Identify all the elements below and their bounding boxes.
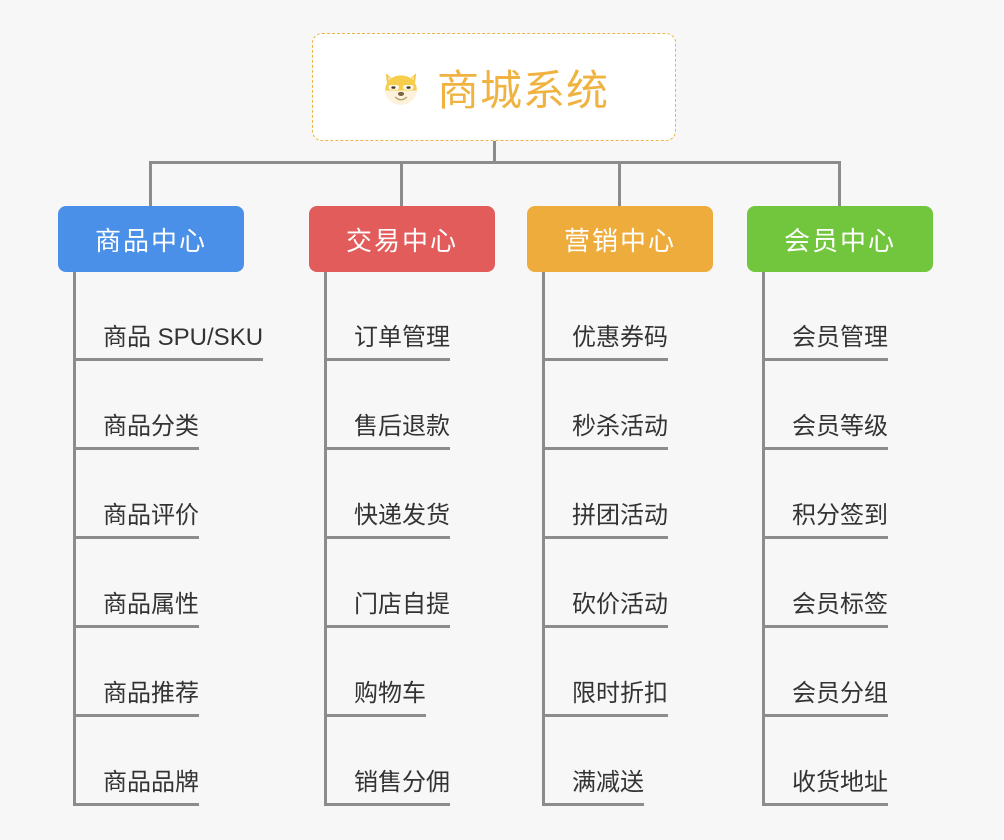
leaf-item[interactable]: 满减送 <box>527 717 668 806</box>
leaf-item[interactable]: 优惠券码 <box>527 272 668 361</box>
leaf-item[interactable]: 订单管理 <box>309 272 450 361</box>
leaf-item[interactable]: 门店自提 <box>309 539 450 628</box>
category-label: 交易中心 <box>345 225 458 256</box>
leaf-item[interactable]: 会员标签 <box>747 539 888 628</box>
leaf-item[interactable]: 砍价活动 <box>527 539 668 628</box>
leaf-item[interactable]: 商品属性 <box>58 539 263 628</box>
leaf-item[interactable]: 秒杀活动 <box>527 361 668 450</box>
leaf-list-0: 商品 SPU/SKU 商品分类 商品评价 商品属性 商品推荐 商品品牌 <box>58 272 264 806</box>
connector-drop-4 <box>838 161 841 208</box>
leaf-list-2: 优惠券码 秒杀活动 拼团活动 砍价活动 限时折扣 满减送 <box>527 272 668 806</box>
leaf-spine-2 <box>542 272 545 806</box>
leaf-label: 收货地址 <box>792 768 888 796</box>
leaf-item[interactable]: 商品品牌 <box>58 717 263 806</box>
leaf-label: 积分签到 <box>792 501 888 529</box>
leaf-label: 商品评价 <box>103 501 199 529</box>
leaf-label: 会员分组 <box>792 679 888 707</box>
leaf-item[interactable]: 会员等级 <box>747 361 888 450</box>
leaf-list-1: 订单管理 售后退款 快递发货 门店自提 购物车 销售分佣 <box>309 272 450 806</box>
leaf-label: 购物车 <box>354 679 426 707</box>
leaf-label: 优惠券码 <box>572 323 668 351</box>
leaf-label: 拼团活动 <box>572 501 668 529</box>
root-title: 商城系统 <box>436 66 609 114</box>
leaf-item[interactable]: 积分签到 <box>747 450 888 539</box>
leaf-item[interactable]: 商品分类 <box>58 361 263 450</box>
leaf-item[interactable]: 限时折扣 <box>527 628 668 717</box>
leaf-label: 商品属性 <box>103 590 199 618</box>
connector-drop-3 <box>618 161 621 208</box>
leaf-label: 会员等级 <box>792 412 888 440</box>
leaf-label: 商品品牌 <box>103 768 199 796</box>
category-label: 营销中心 <box>563 225 676 256</box>
leaf-label: 快递发货 <box>354 501 450 529</box>
leaf-label: 销售分佣 <box>354 768 450 796</box>
category-header-3[interactable]: 会员中心 <box>747 206 933 272</box>
shiba-inu-icon <box>379 65 423 109</box>
leaf-label: 门店自提 <box>354 590 450 618</box>
root-node[interactable]: 商城系统 <box>312 33 676 141</box>
leaf-label: 售后退款 <box>354 412 450 440</box>
leaf-label: 满减送 <box>572 768 644 796</box>
leaf-label: 商品推荐 <box>103 679 199 707</box>
leaf-item[interactable]: 购物车 <box>309 628 450 717</box>
leaf-label: 会员标签 <box>792 590 888 618</box>
leaf-label: 砍价活动 <box>572 590 668 618</box>
leaf-item[interactable]: 售后退款 <box>309 361 450 450</box>
category-header-0[interactable]: 商品中心 <box>58 206 244 272</box>
leaf-item[interactable]: 销售分佣 <box>309 717 450 806</box>
leaf-spine-1 <box>324 272 327 806</box>
leaf-label: 商品分类 <box>103 412 199 440</box>
leaf-label: 商品 SPU/SKU <box>103 323 264 351</box>
leaf-list-3: 会员管理 会员等级 积分签到 会员标签 会员分组 收货地址 <box>747 272 888 806</box>
leaf-spine-0 <box>73 272 76 806</box>
category-label: 商品中心 <box>94 225 207 256</box>
leaf-item[interactable]: 商品推荐 <box>58 628 263 717</box>
leaf-item[interactable]: 收货地址 <box>747 717 888 806</box>
leaf-item[interactable]: 会员管理 <box>747 272 888 361</box>
leaf-item[interactable]: 商品 SPU/SKU <box>58 272 264 361</box>
connector-horizontal-bus <box>149 161 841 164</box>
connector-drop-2 <box>400 161 403 208</box>
category-label: 会员中心 <box>783 225 896 256</box>
leaf-item[interactable]: 拼团活动 <box>527 450 668 539</box>
leaf-item[interactable]: 快递发货 <box>309 450 450 539</box>
connector-root-stub <box>493 141 496 163</box>
category-header-2[interactable]: 营销中心 <box>527 206 713 272</box>
connector-drop-1 <box>149 161 152 208</box>
leaf-label: 订单管理 <box>354 323 450 351</box>
leaf-item[interactable]: 商品评价 <box>58 450 263 539</box>
category-header-1[interactable]: 交易中心 <box>309 206 495 272</box>
leaf-label: 秒杀活动 <box>572 412 668 440</box>
leaf-item[interactable]: 会员分组 <box>747 628 888 717</box>
leaf-label: 限时折扣 <box>572 679 668 707</box>
leaf-spine-3 <box>762 272 765 806</box>
leaf-label: 会员管理 <box>792 323 888 351</box>
